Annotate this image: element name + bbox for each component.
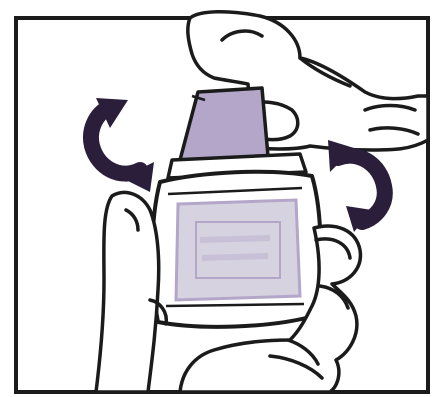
curved-arrow-counterclockwise-icon	[91, 98, 154, 192]
peeled-foil	[180, 88, 268, 160]
blister-pack	[152, 172, 320, 327]
lower-left-hand	[96, 192, 166, 392]
curved-arrow-clockwise-icon	[328, 140, 385, 232]
